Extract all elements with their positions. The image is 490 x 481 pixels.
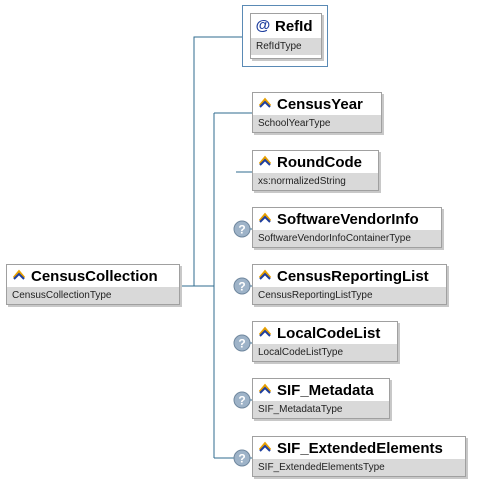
question-icon: ? xyxy=(233,391,251,409)
child-element-name: SoftwareVendorInfo xyxy=(277,210,419,228)
root-element-title: CensusCollection xyxy=(7,265,179,287)
attribute-icon: @ xyxy=(255,17,271,34)
child-element-title: CensusYear xyxy=(253,93,381,115)
svg-text:?: ? xyxy=(238,223,245,237)
child-element-type: SIF_MetadataType xyxy=(253,401,389,418)
element-icon xyxy=(258,269,272,280)
question-icon: ? xyxy=(233,334,251,352)
question-icon: ? xyxy=(233,277,251,295)
attribute-name: RefId xyxy=(275,17,313,35)
child-element-type: SIF_ExtendedElementsType xyxy=(253,459,465,476)
child-element-name: LocalCodeList xyxy=(277,324,381,342)
child-element-title: RoundCode xyxy=(253,151,378,173)
question-icon: ? xyxy=(233,220,251,238)
child-element-title: CensusReportingList xyxy=(253,265,446,287)
child-element-node[interactable]: RoundCode xs:normalizedString xyxy=(252,150,379,191)
child-element-type: CensusReportingListType xyxy=(253,287,446,304)
child-element-name: RoundCode xyxy=(277,153,362,171)
root-element-type: CensusCollectionType xyxy=(7,287,179,304)
child-element-name: CensusYear xyxy=(277,95,363,113)
element-icon xyxy=(258,97,272,108)
child-element-title: SoftwareVendorInfo xyxy=(253,208,441,230)
root-element-node[interactable]: CensusCollection CensusCollectionType xyxy=(6,264,180,305)
attribute-node[interactable]: @ RefId RefIdType xyxy=(250,13,322,59)
element-icon xyxy=(258,212,272,223)
question-icon: ? xyxy=(233,449,251,467)
attribute-type: RefIdType xyxy=(251,38,321,55)
attribute-frame: @ RefId RefIdType xyxy=(242,5,328,67)
element-icon xyxy=(258,441,272,452)
attribute-title: @ RefId xyxy=(251,14,321,38)
svg-text:?: ? xyxy=(238,452,245,466)
svg-text:?: ? xyxy=(238,280,245,294)
child-element-type: xs:normalizedString xyxy=(253,173,378,190)
child-element-name: SIF_Metadata xyxy=(277,381,374,399)
element-icon xyxy=(258,383,272,394)
child-element-type: SoftwareVendorInfoContainerType xyxy=(253,230,441,247)
child-element-name: SIF_ExtendedElements xyxy=(277,439,443,457)
element-icon xyxy=(12,269,26,280)
child-element-title: SIF_ExtendedElements xyxy=(253,437,465,459)
svg-text:?: ? xyxy=(238,394,245,408)
element-icon xyxy=(258,326,272,337)
root-element-name: CensusCollection xyxy=(31,267,158,285)
child-element-title: LocalCodeList xyxy=(253,322,397,344)
child-element-type: SchoolYearType xyxy=(253,115,381,132)
child-element-name: CensusReportingList xyxy=(277,267,429,285)
svg-text:?: ? xyxy=(238,337,245,351)
child-element-type: LocalCodeListType xyxy=(253,344,397,361)
element-icon xyxy=(258,155,272,166)
child-element-title: SIF_Metadata xyxy=(253,379,389,401)
